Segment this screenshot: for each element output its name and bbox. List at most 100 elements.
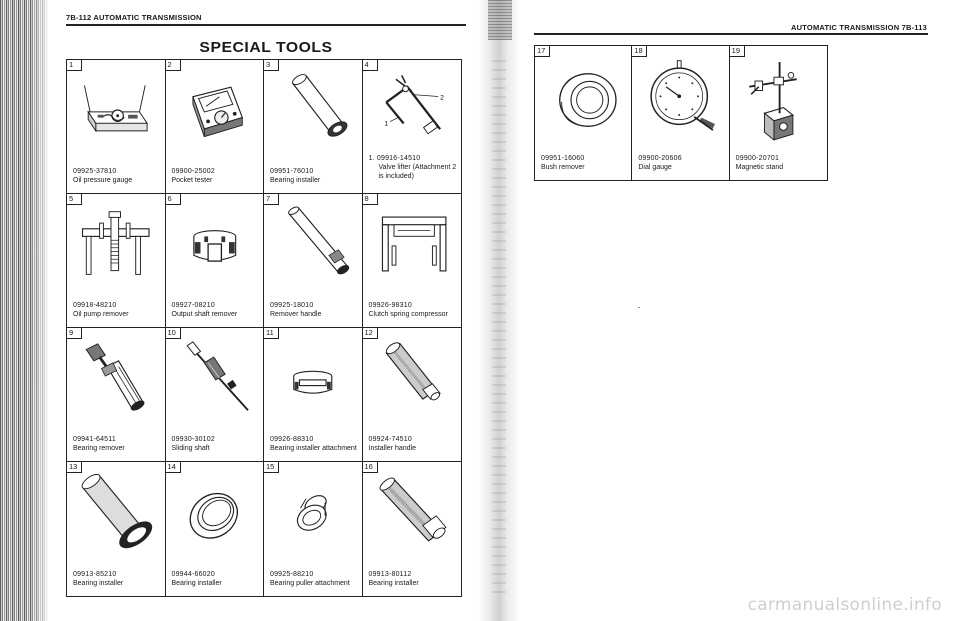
tool-number: 18: [632, 46, 648, 57]
tool-caption: 09900-25002 Pocket tester: [172, 167, 260, 185]
bearing-remover-icon: [73, 340, 159, 416]
tool-cell-3: 3 09951-76010 Bearing installer: [264, 60, 363, 194]
tool-number: 4: [362, 60, 378, 71]
section-title: SPECIAL TOOLS: [199, 39, 333, 56]
tool-number: 8: [362, 194, 378, 205]
tool-name: Bearing installer: [270, 177, 321, 184]
part-number: 1. 09916-14510: [368, 155, 421, 162]
output-shaft-remover-icon: [172, 206, 258, 282]
valve-lifter-icon: 2 1: [369, 72, 456, 148]
tool-cell-15: 15 09925-88210 Bearing puller attachment: [264, 462, 363, 596]
remover-handle-icon: [270, 206, 356, 282]
part-number: 09926-88310: [270, 436, 314, 443]
tool-number: 19: [729, 46, 745, 57]
callout-label: 1: [384, 120, 388, 127]
tool-caption: 09941-64511 Bearing remover: [73, 435, 161, 453]
tool-name: Bearing puller attachment: [270, 580, 350, 587]
tool-number: 12: [362, 328, 378, 339]
tool-number: 3: [264, 60, 279, 71]
magnetic-stand-icon: [736, 56, 821, 144]
tool-number: 13: [67, 462, 82, 473]
part-number: 09900-20701: [735, 155, 780, 162]
tool-number: 1: [67, 60, 82, 71]
tool-cell-18: 18 09900-20606 Dial gauge: [632, 46, 730, 180]
right-page-header: AUTOMATIC TRANSMISSION 7B-113: [791, 23, 927, 32]
tool-name: Oil pump remover: [73, 311, 129, 318]
tool-cell-11: 11 09926-88310 Bearing installer attachm…: [264, 328, 363, 462]
tool-number: 15: [264, 462, 279, 473]
tool-name: Clutch spring compressor: [368, 311, 448, 318]
tool-caption: 09900-20606 Dial gauge: [638, 154, 724, 172]
tool-cell-2: 2 09900-25002 Pocket tester: [165, 60, 264, 194]
part-number: 09924-74510: [368, 436, 412, 443]
tool-name: Bearing installer attachment: [270, 445, 357, 452]
tool-caption: 09925-18010 Remover handle: [270, 301, 358, 319]
tool-caption: 09913-85210 Bearing installer: [73, 570, 161, 588]
bearing-installer-icon: [73, 473, 159, 550]
oil-pump-remover-icon: [73, 206, 159, 282]
part-number: 09913-85210: [73, 571, 117, 578]
tool-cell-12: 12 09924-74510 Installer handle: [362, 328, 461, 462]
part-number: 09951-16060: [541, 155, 585, 162]
tool-name: Magnetic stand: [735, 164, 784, 171]
tool-cell-8: 8 09926-98310 Clutch spring compressor: [362, 194, 461, 328]
dial-gauge-icon: [638, 56, 722, 144]
tool-name: Bearing installer: [368, 580, 419, 587]
tool-cell-10: 10 09930-30102 Sliding shaft: [165, 328, 264, 462]
tool-cell-19: 19 09900-20701 Magnetic stand: [729, 46, 827, 180]
tool-name: Dial gauge: [638, 164, 672, 171]
tool-cell-13: 13 09913-85210 Bearing installer: [67, 462, 166, 596]
tool-name: Installer handle: [368, 445, 416, 452]
tool-number: 11: [264, 328, 279, 339]
tool-name: Pocket tester: [171, 177, 213, 184]
gutter-binding: [488, 0, 512, 40]
tool-caption: 09900-20701 Magnetic stand: [736, 154, 823, 172]
tool-cell-14: 14 09944-66020 Bearing installer: [165, 462, 264, 596]
bearing-installer-icon: [270, 72, 356, 148]
tool-cell-9: 9 09941-64511 Bearing remover: [67, 328, 166, 462]
tool-name: Bearing remover: [73, 445, 125, 452]
part-number: 09926-98310: [368, 302, 412, 309]
tool-caption: 09951-16060 Bush remover: [541, 154, 627, 172]
sliding-shaft-icon: [172, 340, 258, 416]
tool-caption: 1. 09916-14510 Valve lifter (Attachment …: [369, 154, 458, 181]
tool-caption: 09924-74510 Installer handle: [369, 435, 458, 453]
tool-number: 2: [165, 60, 181, 71]
watermark: carmanualsonline.info: [747, 595, 942, 615]
binding-shadow-left: [30, 0, 52, 621]
tool-number: 7: [264, 194, 279, 205]
tool-number: 16: [362, 462, 378, 473]
part-number: 09927-08210: [171, 302, 215, 309]
tool-cell-17: 17 09951-16060 Bush remover: [535, 46, 633, 180]
tool-cell-16: 16 09913-80112 Bearing installer: [362, 462, 462, 596]
tool-cell-5: 5 09918-48210 Oil pump remover: [67, 194, 166, 328]
tool-caption: 09913-80112 Bearing installer: [369, 570, 458, 588]
pocket-tester-icon: [172, 72, 258, 148]
part-number: 09900-25002: [171, 168, 215, 175]
tool-cell-7: 7 09925-18010 Remover handle: [264, 194, 363, 328]
gutter-texture: [492, 60, 506, 600]
tool-caption: 09930-30102 Sliding shaft: [172, 435, 260, 453]
tool-caption: 09926-98310 Clutch spring compressor: [369, 301, 458, 319]
tool-number: 6: [165, 194, 181, 205]
tool-number: 9: [67, 328, 82, 339]
bearing-installer-icon: [369, 474, 456, 550]
part-number: 09900-20606: [638, 155, 682, 162]
left-header-rule: [66, 24, 466, 26]
clutch-spring-compressor-icon: [369, 206, 456, 282]
tool-number: 10: [165, 328, 181, 339]
tool-caption: 09918-48210 Oil pump remover: [73, 301, 161, 319]
installer-handle-icon: [369, 340, 456, 416]
tool-name: Remover handle: [270, 311, 322, 318]
part-number: 09925-88210: [270, 571, 314, 578]
part-number: 09925-18010: [270, 302, 314, 309]
right-header-rule: [534, 33, 928, 35]
bearing-installer-ring-icon: [172, 474, 258, 550]
part-number: 09930-30102: [171, 436, 215, 443]
bush-remover-icon: [541, 56, 625, 144]
special-tools-grid-continued: 17 09951-16060 Bush remover 18: [534, 45, 828, 181]
tool-name: Oil pressure gauge: [73, 177, 133, 184]
tool-name: Valve lifter (Attachment 2 is included): [378, 164, 457, 180]
callout-label: 2: [440, 94, 444, 101]
part-number: 09941-64511: [73, 436, 116, 443]
